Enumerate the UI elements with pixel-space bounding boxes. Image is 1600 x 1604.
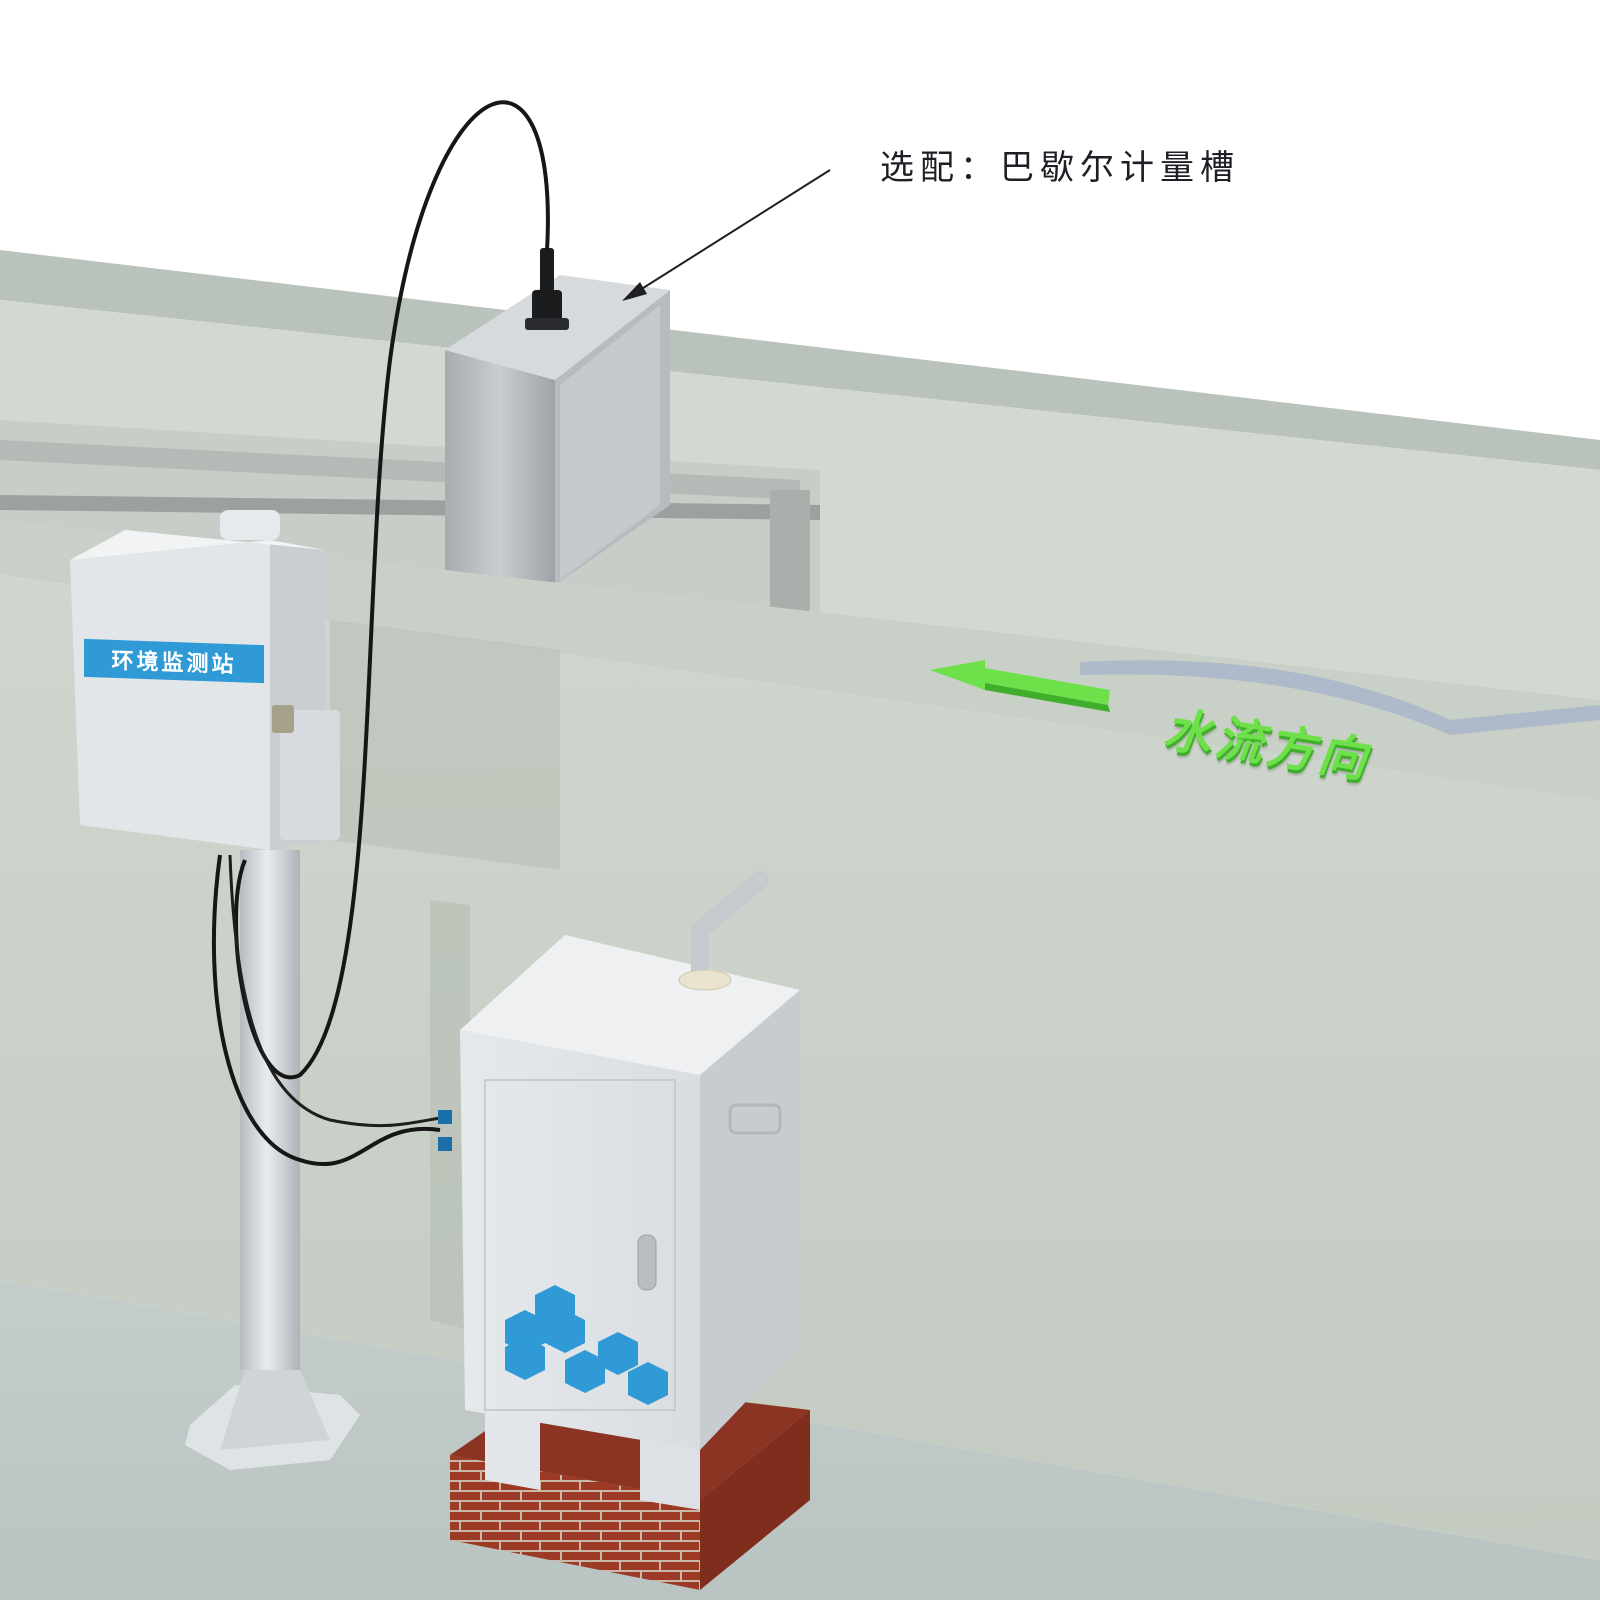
callout-arrow-icon bbox=[622, 169, 831, 301]
station-box-door-side bbox=[280, 710, 340, 840]
sensor-stem bbox=[540, 248, 554, 292]
flow-arrow-icon bbox=[930, 660, 1110, 712]
flume-housing-inner bbox=[560, 305, 660, 580]
cabinet-leg-right bbox=[640, 1430, 700, 1510]
optional-flume-callout: 选配：巴歇尔计量槽 bbox=[880, 148, 1240, 188]
station-box-latch bbox=[272, 705, 294, 733]
cable-connector-1 bbox=[438, 1110, 452, 1124]
flume-frame-side bbox=[770, 490, 810, 620]
pole-base-rib bbox=[220, 1370, 330, 1450]
sensor-collar bbox=[525, 318, 569, 330]
support-pole bbox=[240, 850, 300, 1370]
cabinet-door-handle bbox=[637, 1234, 657, 1291]
station-box-top bbox=[70, 530, 325, 560]
cabinet-top bbox=[460, 935, 800, 1075]
flume-housing-front bbox=[445, 350, 555, 585]
water-surface bbox=[1080, 660, 1600, 735]
hexagon-logo-icon bbox=[505, 1285, 668, 1405]
station-box-label: 环境监测站 bbox=[84, 638, 264, 684]
station-cable bbox=[211, 854, 441, 1167]
station-box-vent bbox=[220, 510, 280, 540]
cabinet-door bbox=[484, 1079, 676, 1411]
brick-base-side bbox=[700, 1410, 810, 1590]
cabinet-pipe-gland bbox=[678, 969, 732, 991]
station-cable-2 bbox=[228, 854, 441, 1128]
box-shadow bbox=[330, 620, 560, 870]
cabinet-side-handle bbox=[728, 1103, 782, 1135]
cabinet-leg-front bbox=[485, 1400, 540, 1490]
cable-connector-2 bbox=[438, 1137, 452, 1151]
near-wall-top bbox=[0, 520, 1600, 800]
ultrasonic-sensor bbox=[532, 290, 562, 326]
station-box-front bbox=[70, 540, 270, 850]
cabinet-pipe bbox=[691, 871, 769, 984]
